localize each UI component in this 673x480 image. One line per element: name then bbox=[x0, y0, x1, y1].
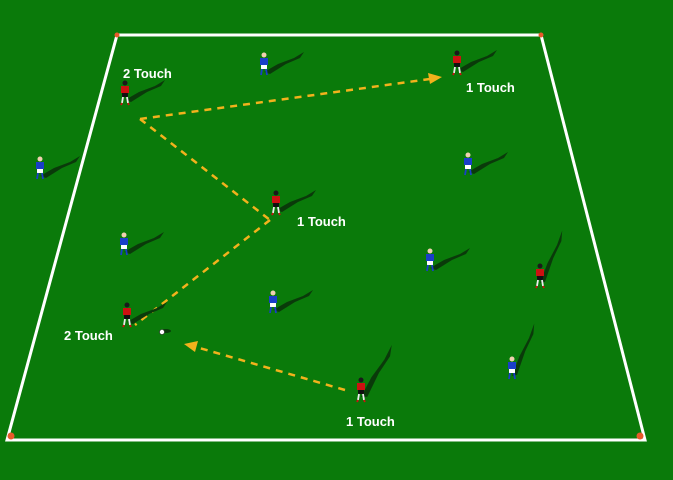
ball-icon bbox=[159, 329, 165, 335]
label-1-touch-bottom: 1 Touch bbox=[346, 414, 395, 429]
label-1-touch-center: 1 Touch bbox=[297, 214, 346, 229]
pass-line bbox=[139, 77, 431, 121]
label-1-touch-top-right: 1 Touch bbox=[466, 80, 515, 95]
cone bbox=[538, 32, 544, 38]
label-2-touch-top-left: 2 Touch bbox=[123, 66, 172, 81]
cones bbox=[7, 32, 644, 440]
ball bbox=[159, 329, 171, 335]
pass-line bbox=[134, 219, 271, 326]
cone bbox=[7, 432, 15, 440]
field-boundary bbox=[5, 33, 647, 442]
cone bbox=[114, 32, 120, 38]
pass-line bbox=[139, 118, 271, 221]
arrow-head-icon bbox=[428, 73, 442, 84]
pass-lines bbox=[134, 73, 442, 392]
arrow-head-icon bbox=[184, 341, 198, 352]
cone bbox=[636, 432, 644, 440]
label-2-touch-bottom-left: 2 Touch bbox=[64, 328, 113, 343]
